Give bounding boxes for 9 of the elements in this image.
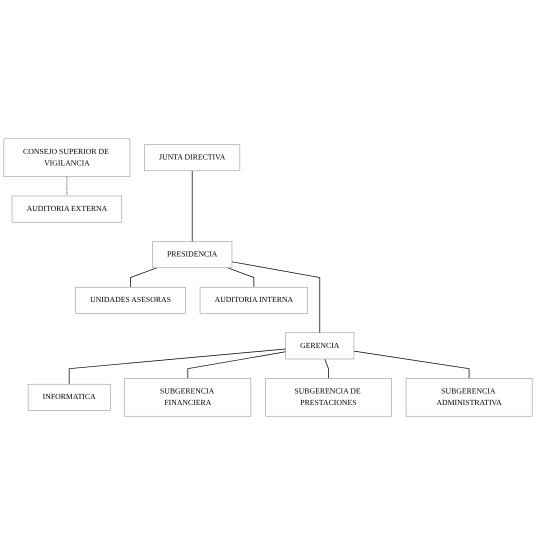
- connector: [66, 176, 68, 196]
- connector: [324, 358, 329, 379]
- connector: [192, 170, 193, 242]
- connector: [232, 261, 320, 334]
- connector: [187, 351, 286, 379]
- connector: [227, 267, 254, 288]
- connector: [354, 350, 470, 379]
- connector: [68, 348, 286, 385]
- connector: [130, 267, 158, 288]
